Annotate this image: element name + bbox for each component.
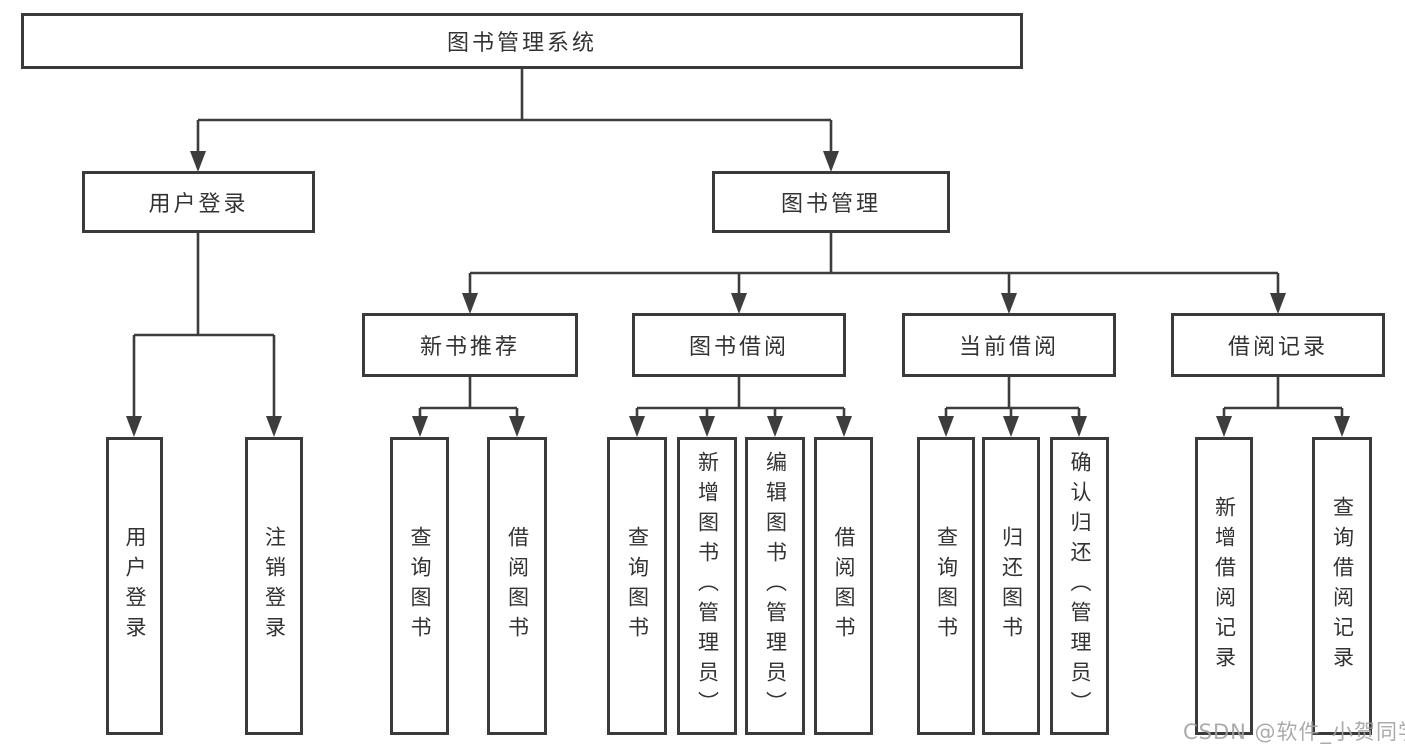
leaf-label: 新增借阅记录 <box>1212 496 1237 676</box>
node-library-management-system: 图书管理系统 <box>21 13 1023 69</box>
leaf-label: 用户登录 <box>123 526 147 646</box>
node-leaf-add-books-admin: 新增图书（管理员） <box>677 437 737 735</box>
arrowhead-icons <box>126 151 1350 437</box>
node-leaf-query-books-1: 查询图书 <box>390 437 449 735</box>
node-leaf-query-borrow-record: 查询借阅记录 <box>1312 437 1372 735</box>
node-leaf-confirm-return-admin: 确认归还（管理员） <box>1050 437 1109 735</box>
node-book-management-branch: 图书管理 <box>712 171 950 233</box>
node-book-borrowing: 图书借阅 <box>632 313 846 377</box>
node-leaf-borrow-books-2: 借阅图书 <box>814 437 873 735</box>
node-leaf-query-books-2: 查询图书 <box>607 437 667 735</box>
node-leaf-edit-books-admin: 编辑图书（管理员） <box>745 437 805 735</box>
leaf-label: 查询借阅记录 <box>1330 496 1355 676</box>
node-leaf-user-login: 用户登录 <box>106 437 163 735</box>
leaf-label: 编辑图书（管理员） <box>763 451 788 721</box>
node-leaf-return-books: 归还图书 <box>982 437 1040 735</box>
node-leaf-borrow-books-1: 借阅图书 <box>487 437 547 735</box>
node-borrowing-records: 借阅记录 <box>1171 313 1385 377</box>
leaf-label: 确认归还（管理员） <box>1068 451 1092 721</box>
node-leaf-add-borrow-record: 新增借阅记录 <box>1195 437 1253 735</box>
node-new-book-recommendation: 新书推荐 <box>362 313 578 377</box>
leaf-label: 查询图书 <box>408 526 432 646</box>
leaf-label: 新增图书（管理员） <box>695 451 720 721</box>
leaf-label: 归还图书 <box>999 526 1024 646</box>
node-leaf-logout: 注销登录 <box>245 437 303 735</box>
leaf-label: 借阅图书 <box>505 526 530 646</box>
leaf-label: 注销登录 <box>262 526 287 646</box>
node-leaf-query-books-3: 查询图书 <box>917 437 975 735</box>
csdn-watermark: CSDN @软件_小贺同学 <box>1183 720 1405 744</box>
node-current-borrowing: 当前借阅 <box>902 313 1116 377</box>
leaf-label: 借阅图书 <box>832 526 856 646</box>
leaf-label: 查询图书 <box>934 526 959 646</box>
node-user-login-branch: 用户登录 <box>82 171 315 233</box>
leaf-label: 查询图书 <box>625 526 650 646</box>
